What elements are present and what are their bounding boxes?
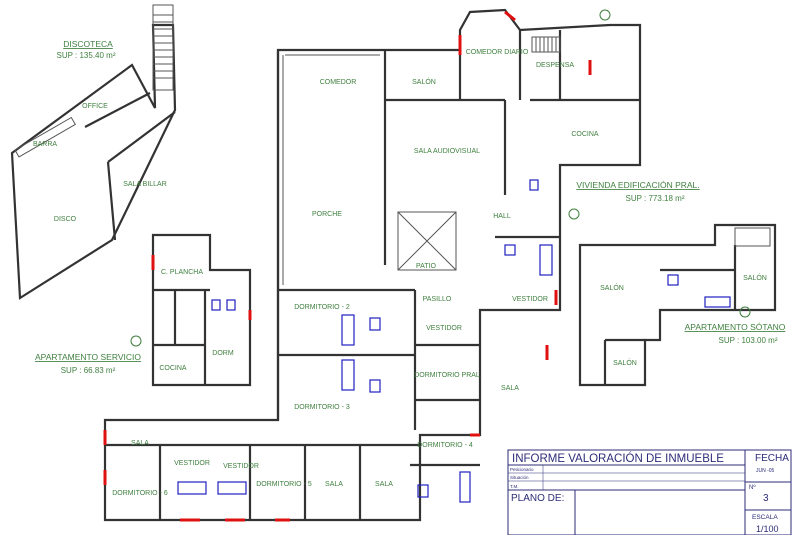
room-label: SALA <box>501 385 519 392</box>
room-label: VESTIDOR <box>426 325 462 332</box>
escala-value: 1/100 <box>756 524 779 534</box>
room-label: DISCO <box>54 216 77 223</box>
fecha-label: FECHA <box>755 453 789 464</box>
plano-label: PLANO DE: <box>511 493 564 504</box>
room-label: PASILLO <box>423 296 452 303</box>
room-label: DORMITORIO - 6 <box>112 490 168 497</box>
room-label: DESPENSA <box>536 62 574 69</box>
room-label: PORCHE <box>312 211 342 218</box>
servicio-block: C. PLANCHA DORM COCINA APARTAMENTO SERVI… <box>35 233 252 387</box>
vivienda-block: COMEDOR SALÓN COMEDOR DIARIO DESPENSA CO… <box>103 8 700 522</box>
zone-area: SUP : 135.40 m² <box>57 51 116 60</box>
room-label: DORMITORIO - 5 <box>256 481 312 488</box>
room-label: PATIO <box>416 263 437 270</box>
room-label: COCINA <box>571 131 599 138</box>
numero-value: 3 <box>763 493 769 504</box>
room-label: VESTIDOR <box>174 460 210 467</box>
room-label: COMEDOR DIARIO <box>466 49 529 56</box>
room-label: DORMITORIO - 4 <box>417 442 473 449</box>
fecha-value: JUN -05 <box>756 468 775 474</box>
room-label: SALÓN <box>613 358 637 367</box>
room-label: SALÓN <box>600 283 624 292</box>
room-label: COMEDOR <box>320 79 357 86</box>
room-label: SALA BILLAR <box>123 181 167 188</box>
room-label: VESTIDOR <box>223 463 259 470</box>
windows <box>103 10 592 522</box>
room-label: C. PLANCHA <box>161 269 203 276</box>
room-label: VESTIDOR <box>512 296 548 303</box>
room-label: SALA <box>131 440 149 447</box>
peticionario-label: Peticionario <box>510 467 534 472</box>
zone-title: VIVIENDA EDIFICACIÓN PRAL. <box>576 180 699 190</box>
escala-label: ESCALA <box>752 514 778 521</box>
zone-title: DISCOTECA <box>63 39 113 49</box>
numero-label: Nº <box>749 484 756 491</box>
zone-title: APARTAMENTO SÓTANO <box>685 322 786 332</box>
room-label: SALÓN <box>743 273 767 282</box>
zone-area: SUP : 66.83 m² <box>61 366 116 375</box>
room-label: BARRA <box>33 141 57 148</box>
zone-title: APARTAMENTO SERVICIO <box>35 352 141 362</box>
zone-area: SUP : 103.00 m² <box>719 336 778 345</box>
title-block-title: INFORME VALORACIÓN DE INMUEBLE <box>512 452 724 465</box>
title-block: INFORME VALORACIÓN DE INMUEBLE Peticiona… <box>507 449 792 535</box>
room-label: SALA AUDIOVISUAL <box>414 148 480 155</box>
room-label: DORM <box>212 350 234 357</box>
sotano-block: SALÓN SALÓN SALÓN APARTAMENTO SÓTANO SUP… <box>578 223 786 387</box>
room-label: DORMITORIO PRAL. <box>414 372 482 379</box>
tm-label: T.M. <box>510 484 519 489</box>
room-label: SALÓN <box>412 77 436 86</box>
room-label: SALA <box>375 481 393 488</box>
room-label: COCINA <box>159 365 187 372</box>
discoteca-block: DISCOTECA SUP : 135.40 m² OFFICE BARRA D… <box>10 4 177 300</box>
room-label: DORMITORIO - 3 <box>294 404 350 411</box>
sanitary-fixtures <box>177 179 553 503</box>
room-label: DORMITORIO - 2 <box>294 304 350 311</box>
stair <box>152 4 174 91</box>
room-label: SALA <box>325 481 343 488</box>
room-label: OFFICE <box>82 103 108 110</box>
situacion-label: Situación <box>510 475 529 480</box>
zone-area: SUP : 773.18 m² <box>626 194 685 203</box>
room-label: HALL <box>493 213 511 220</box>
north-arrow-icon <box>130 9 751 347</box>
